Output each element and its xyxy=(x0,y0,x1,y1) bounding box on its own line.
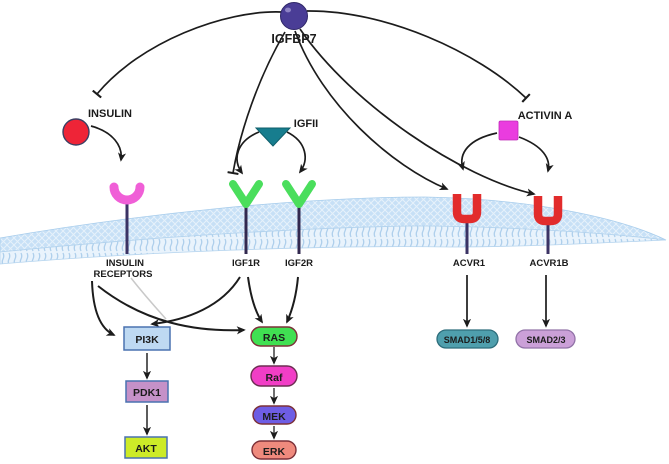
smad158-node: SMAD1/5/8 xyxy=(436,329,499,349)
arrow-igfbp7-acvr1b xyxy=(299,28,536,197)
raf-label: Raf xyxy=(266,372,283,384)
insulin-receptor-shape xyxy=(109,182,145,205)
arrow-igf1r-to-pi3k xyxy=(150,276,241,328)
pdk1-node: PDK1 xyxy=(125,380,169,403)
acvr1-shape xyxy=(452,194,482,224)
igf1r-label: IGF1R xyxy=(232,258,260,269)
arrow-insulin-to-insulin-receptor xyxy=(90,125,127,162)
igf2r-shape xyxy=(282,180,316,208)
arrow-igf1r-to-ras xyxy=(247,276,263,324)
igfii-triangle-icon xyxy=(254,127,292,147)
erk-node: ERK xyxy=(251,440,297,460)
inhibition-arrow-igfbp7-igf1r xyxy=(227,31,286,176)
acvr1-label: ACVR1 xyxy=(453,258,486,269)
smad23-label: SMAD2/3 xyxy=(526,335,565,345)
insulin-circle-icon xyxy=(62,118,90,146)
arrow-insulin-receptors-to-pi3k xyxy=(91,280,116,336)
igf1r-shape xyxy=(229,180,263,208)
smad23-node: SMAD2/3 xyxy=(515,329,576,349)
akt-label: AKT xyxy=(135,443,157,455)
akt-node: AKT xyxy=(124,436,168,459)
acvr1b-label: ACVR1B xyxy=(529,258,568,269)
raf-node: Raf xyxy=(250,365,298,387)
igf2r-receptor: IGF2R xyxy=(282,180,316,269)
acvr1b-shape xyxy=(533,196,563,226)
igfbp7-label: IGFBP7 xyxy=(271,32,316,46)
acvr1-receptor: ACVR1 xyxy=(452,194,486,269)
ras-node: RAS xyxy=(250,326,298,347)
igf1r-receptor: IGF1R xyxy=(229,180,263,269)
arrow-activin-a-to-acvr1b xyxy=(518,136,554,173)
insulin-receptors-label-line1: INSULIN xyxy=(106,258,144,269)
arrow-igfii-to-igf2r xyxy=(286,131,308,174)
activin-a-ligand: ACTIVIN A xyxy=(498,110,573,141)
line-insulin-receptors-faded xyxy=(130,277,167,320)
insulin-receptors-label-line2: RECEPTORS xyxy=(94,269,153,280)
arrow-igf2r-to-ras xyxy=(286,276,299,324)
mek-node: MEK xyxy=(252,405,297,425)
erk-label: ERK xyxy=(263,446,286,458)
igfbp7-sphere-highlight xyxy=(285,7,291,13)
ras-label: RAS xyxy=(263,332,285,344)
igfii-label: IGFII xyxy=(294,118,318,130)
acvr1b-receptor: ACVR1B xyxy=(529,196,569,269)
insulin-receptor: INSULIN RECEPTORS xyxy=(94,182,153,280)
insulin-label: INSULIN xyxy=(88,108,132,120)
arrow-activin-a-to-acvr1 xyxy=(456,132,498,171)
igfbp7-ligand: IGFBP7 xyxy=(271,2,317,46)
pi3k-label: PI3K xyxy=(135,334,159,346)
cell-membrane xyxy=(0,196,667,265)
igfii-ligand: IGFII xyxy=(254,118,318,147)
arrow-igfii-to-igf1r xyxy=(234,131,260,175)
igf2r-label: IGF2R xyxy=(285,258,313,269)
arrow-insulin-receptors-to-ras xyxy=(97,285,246,335)
inhibition-arrow-igfbp7-activin-a xyxy=(306,10,531,103)
inhibition-arrow-igfbp7-insulin xyxy=(92,11,282,99)
pi3k-node: PI3K xyxy=(123,326,171,351)
smad158-label: SMAD1/5/8 xyxy=(444,335,491,345)
igfbp7-sphere-icon xyxy=(280,2,308,30)
mek-label: MEK xyxy=(262,411,286,423)
activin-a-square-icon xyxy=(498,120,519,141)
pdk1-label: PDK1 xyxy=(133,387,161,399)
activin-a-label: ACTIVIN A xyxy=(518,110,573,122)
insulin-ligand: INSULIN xyxy=(62,108,132,146)
arrow-igfbp7-acvr1 xyxy=(294,30,449,190)
